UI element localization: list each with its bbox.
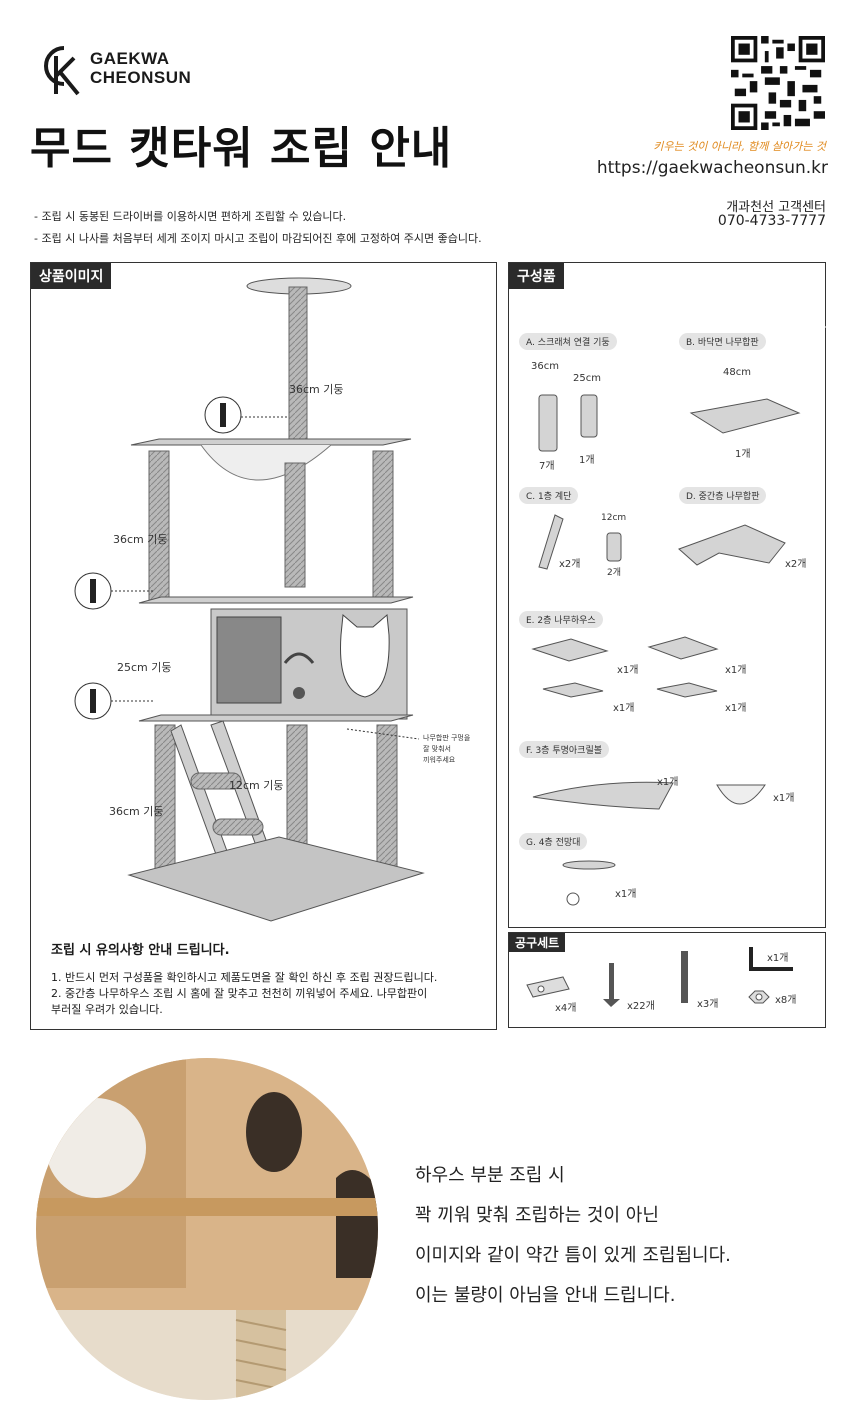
label-step-post: 12cm 기둥 <box>229 779 284 792</box>
allen-wrench-icon <box>749 947 793 971</box>
label-25cm-post: 25cm 기둥 <box>117 661 172 674</box>
cat-tower-drawing <box>74 277 425 922</box>
tools-drawing <box>526 947 793 1007</box>
components-panel: 구성품 A. 스크래쳐 연결 기둥 36cm <box>508 262 827 928</box>
component-e-qty-2: x1개 <box>725 665 747 676</box>
component-f-qty-bowl: x1개 <box>773 793 795 804</box>
house-gap-illustration <box>36 1058 378 1400</box>
qr-code-icon[interactable] <box>731 36 825 130</box>
component-g-qty: x1개 <box>615 889 637 900</box>
caption-line: 이는 불량이 아님을 안내 드립니다. <box>415 1285 676 1306</box>
component-e-qty-3: x1개 <box>613 703 635 714</box>
bolt-icon <box>681 951 688 1003</box>
component-c-size: 12cm <box>601 513 627 523</box>
component-c-qty-post: 2개 <box>607 568 622 578</box>
caption-line: 이미지와 같이 약간 틈이 있게 조립됩니다. <box>415 1245 731 1266</box>
component-e-qty-4: x1개 <box>725 703 747 714</box>
brand-line-1: GAEKWA <box>90 49 170 68</box>
nut-qty: x8개 <box>775 995 797 1006</box>
component-e-qty-1: x1개 <box>617 665 639 676</box>
bracket-qty: x4개 <box>555 1003 577 1014</box>
caption-line: 하우스 부분 조립 시 <box>415 1165 565 1186</box>
label-bottom-post: 36cm 기둥 <box>109 805 164 818</box>
components-panel-title: 구성품 <box>509 263 564 289</box>
component-c-qty-ladder: x2개 <box>559 559 581 570</box>
label-top-post: 36cm 기둥 <box>289 383 344 396</box>
component-c-label: C. 1층 계단 <box>519 487 579 504</box>
screw-qty: x22개 <box>627 1001 655 1012</box>
notice-item: 1. 반드시 먼저 구성품을 확인하시고 제품도면을 잘 확인 하신 후 조립 … <box>51 971 438 984</box>
note-item: - 조립 시 동봉된 드라이버를 이용하시면 편하게 조립할 수 있습니다. <box>34 210 347 223</box>
component-g-label: G. 4층 전망대 <box>519 833 588 850</box>
gk-monogram-icon <box>44 46 80 96</box>
assembly-notice-list: 1. 반드시 먼저 구성품을 확인하시고 제품도면을 잘 확인 하신 후 조립 … <box>51 970 437 1018</box>
component-a-qty-36: 7개 <box>539 461 555 472</box>
component-a-qty-25: 1개 <box>579 455 595 466</box>
photo-caption: 하우스 부분 조립 시 꽉 끼워 맞춰 조립하는 것이 아닌 이미지와 같이 약… <box>415 1156 731 1316</box>
notice-item: 2. 중간층 나무하우스 조립 시 홈에 잘 맞추고 천천히 끼워넣어 주세요.… <box>51 987 428 1000</box>
component-a-size-36: 36cm <box>531 361 559 372</box>
tool-set-title: 공구세트 <box>509 933 566 952</box>
component-e-label: E. 2층 나무하우스 <box>519 611 603 628</box>
website-link[interactable]: https://gaekwacheonsun.kr <box>596 158 828 178</box>
screw-icon <box>603 963 620 1007</box>
wrench-qty: x1개 <box>767 953 789 964</box>
component-d-label: D. 중간층 나무합판 <box>679 487 767 504</box>
customer-center-phone[interactable]: 070-4733-7777 <box>717 213 826 229</box>
component-a-label: A. 스크래쳐 연결 기둥 <box>519 333 617 350</box>
brand-slogan: 키우는 것이 아니라, 함께 살아가는 것 <box>653 140 826 153</box>
bracket-icon <box>526 976 570 998</box>
note-item: - 조립 시 나사를 처음부터 세게 조이지 마시고 조립이 마감되어진 후에 … <box>34 232 482 245</box>
brand-logo: GAEKWA CHEONSUN <box>30 38 191 98</box>
component-b-label: B. 바닥면 나무합판 <box>679 333 766 350</box>
component-b-qty: 1개 <box>735 449 751 460</box>
components-drawing <box>509 326 827 906</box>
component-d-qty: x2개 <box>785 559 807 570</box>
component-f-label: F. 3층 투명아크릴볼 <box>519 741 609 758</box>
tool-set-panel: 공구세트 x4개 x22개 x3개 x1개 x8개 <box>508 932 826 1028</box>
hex-nut-icon <box>748 990 770 1004</box>
customer-center-name: 개과천선 고객센터 <box>726 200 826 215</box>
product-image-panel: 상품이미지 <box>30 262 497 1030</box>
label-mid-post: 36cm 기둥 <box>113 533 168 546</box>
component-b-size: 48cm <box>723 367 751 378</box>
notice-item: 부러질 우려가 있습니다. <box>51 1003 163 1016</box>
page-title: 무드 캣타워 조립 안내 <box>30 123 453 174</box>
caption-line: 꽉 끼워 맞춰 조립하는 것이 아닌 <box>415 1205 659 1226</box>
component-f-qty-plate: x1개 <box>657 777 679 788</box>
product-panel-title: 상품이미지 <box>31 263 112 289</box>
house-gap-photo <box>36 1058 378 1400</box>
callout-hole-note: 나무합판 구멍을 잘 맞춰서 끼워주세요 <box>423 734 471 764</box>
component-a-size-25: 25cm <box>573 373 601 384</box>
assembly-notes: - 조립 시 동봉된 드라이버를 이용하시면 편하게 조립할 수 있습니다. -… <box>34 206 482 250</box>
brand-line-2: CHEONSUN <box>90 68 192 87</box>
assembly-notice-title: 조립 시 유의사항 안내 드립니다. <box>51 943 230 958</box>
bolt-qty: x3개 <box>697 999 719 1010</box>
